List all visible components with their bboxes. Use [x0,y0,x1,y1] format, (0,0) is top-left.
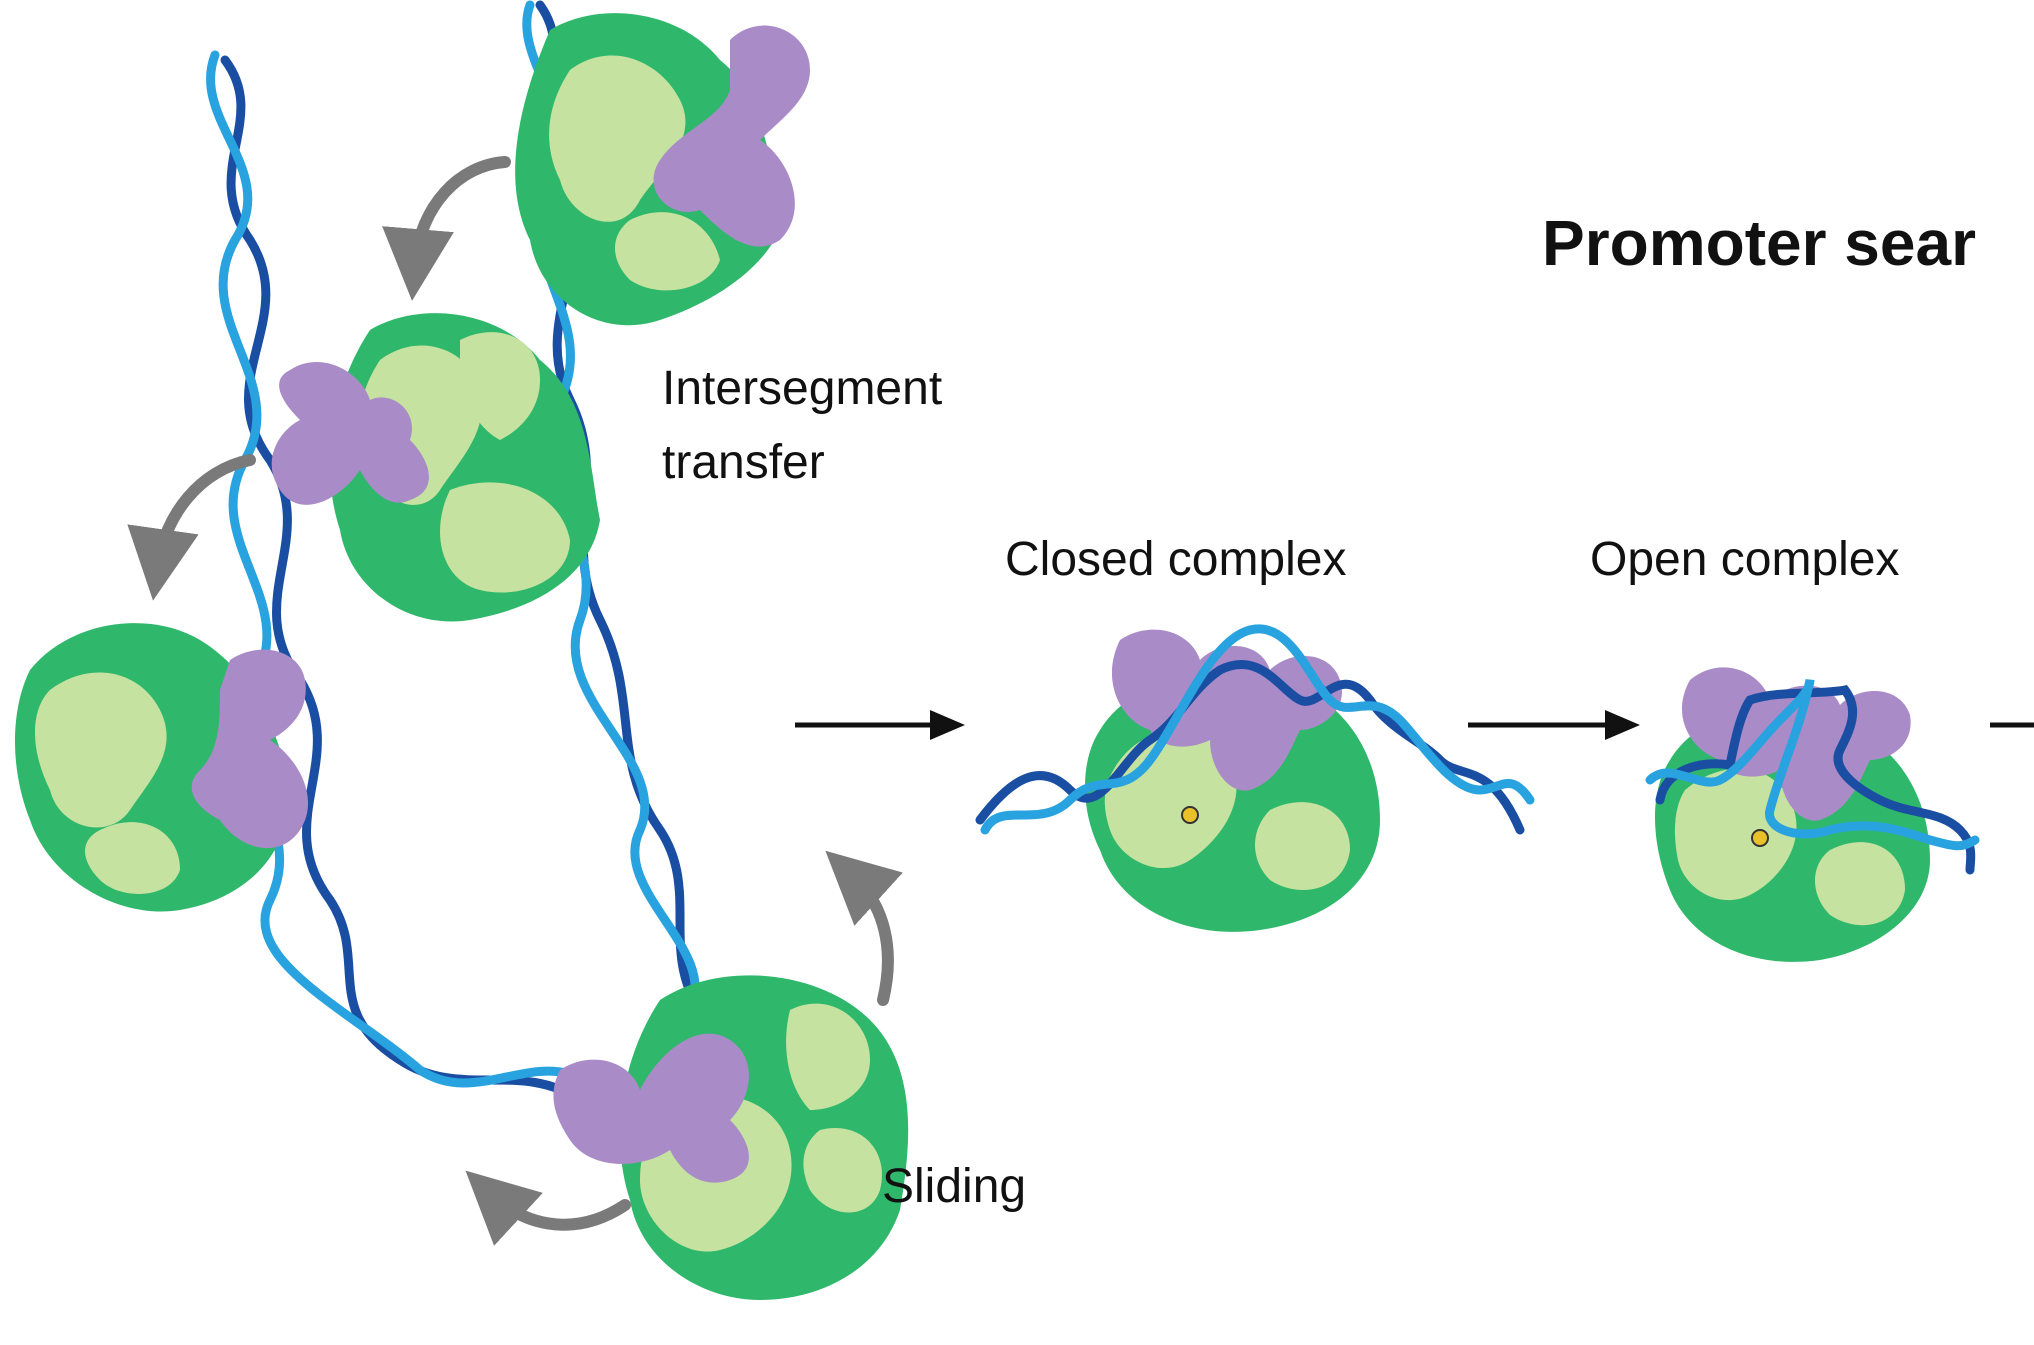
label-intersegment-line2: transfer [662,436,825,489]
active-site-closed [1181,806,1199,824]
dna-left-dark [220,55,695,1110]
label-sliding: Sliding [882,1160,1026,1213]
active-site-open [1751,829,1769,847]
label-intersegment-line1: Intersegment [662,362,942,415]
diagram-title: Promoter sear [1542,207,1976,279]
arrow-sliding-right [825,850,903,1006]
rnap-complex-top [515,13,810,326]
rnap-complex-bottom [553,975,909,1300]
arrow-transfer-lower [127,454,256,601]
open-complex-dna [1645,679,1980,875]
rnap-complex-upper-middle [271,313,600,622]
arrow-sliding-left [465,1170,631,1246]
closed-complex-dna [975,624,1535,835]
label-open-complex: Open complex [1590,533,1900,586]
arrow-transfer-upper [382,156,511,301]
label-closed-complex: Closed complex [1005,533,1346,586]
movement-arrows [127,156,903,1246]
rnap-complex-left [15,623,309,912]
